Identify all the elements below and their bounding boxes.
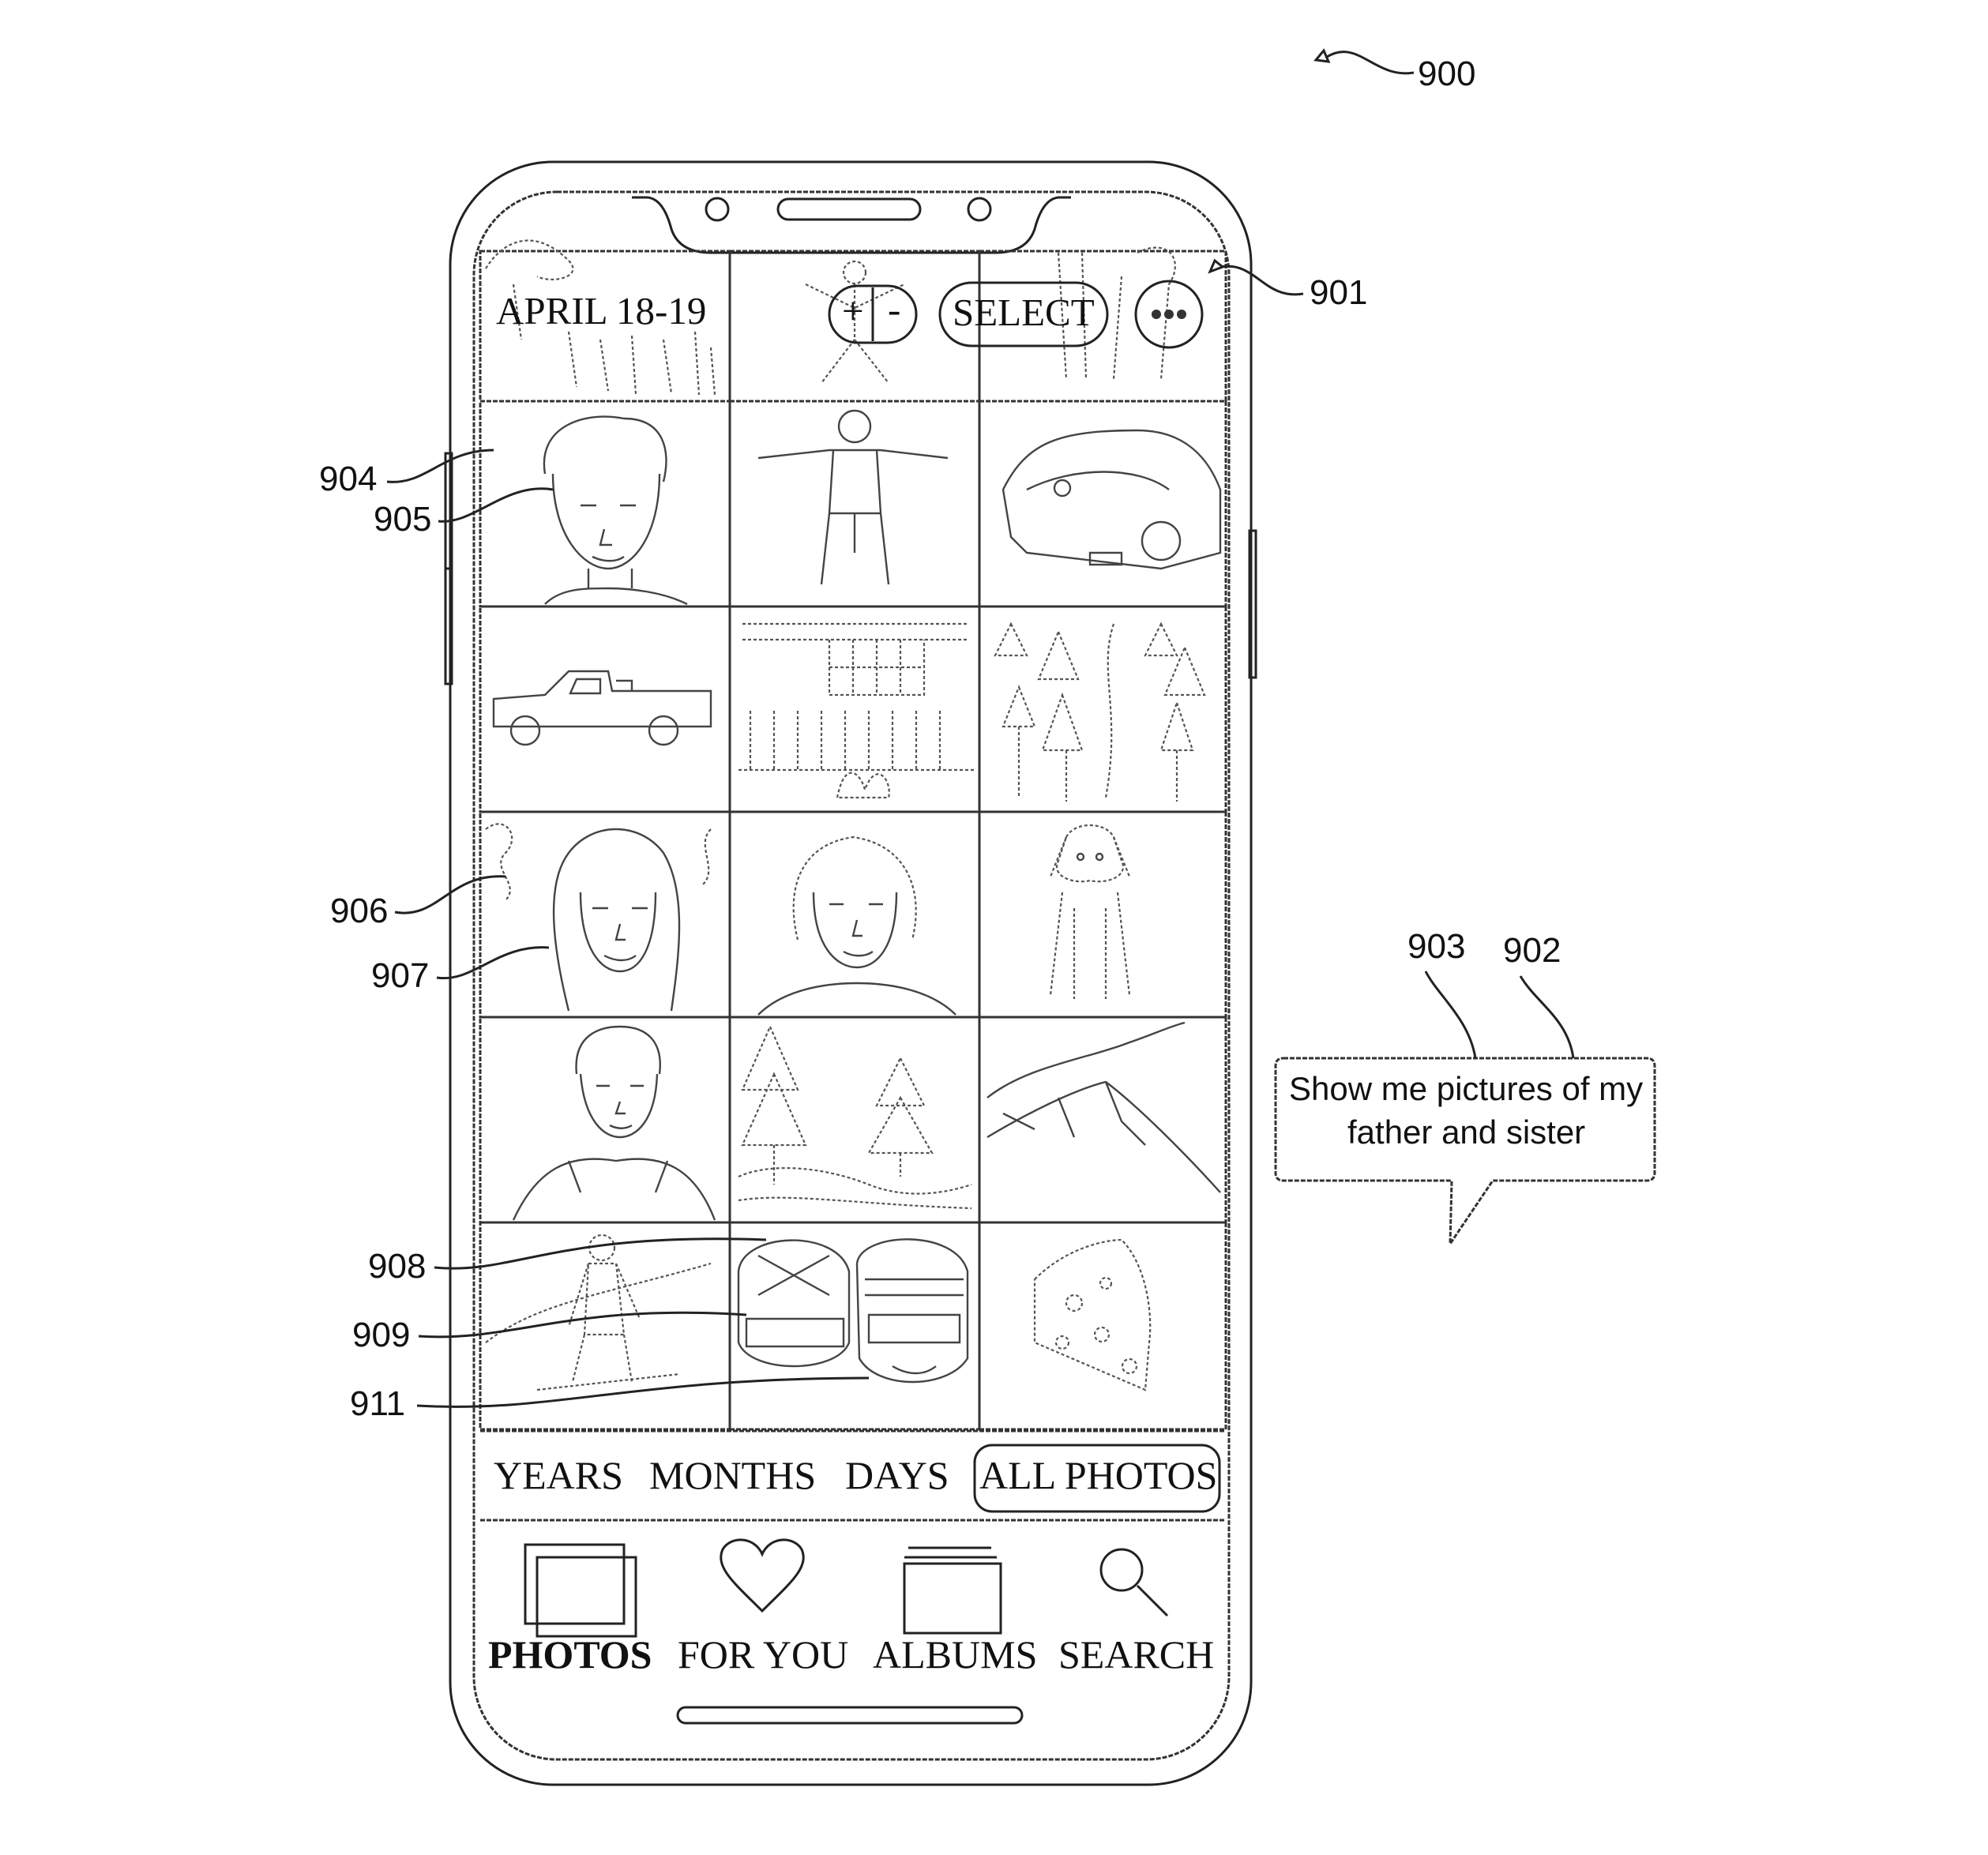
tab-all-photos-selected[interactable] [973,1444,1221,1513]
forest-lake-sketch [738,1024,972,1210]
photo-cell-woman-long-hair[interactable] [479,810,731,1019]
building-sketch [738,622,975,799]
dog-sketch [1049,824,1131,999]
photo-cell-ski-goggles-pair[interactable] [728,1221,981,1431]
woman-long-hair-sketch [485,823,712,1012]
car-rear-sketch [1002,429,1222,570]
photo-sketches [485,239,1222,1391]
bottom-nav: PHOTOS FOR YOU ALBUMS SEARCH [488,1538,1214,1677]
spoken-query-line-2: father and sister [1347,1113,1585,1151]
ref-909: 909 [352,1316,410,1354]
tab-days[interactable]: DAYS [845,1453,949,1497]
photo-cell-trees[interactable] [978,605,1227,813]
photo-cell-building[interactable] [728,605,981,813]
ski-goggles-sketch [737,1238,969,1384]
mountain-sketch [986,1021,1221,1193]
power-button [1248,529,1257,679]
tab-years[interactable]: YEARS [494,1453,623,1497]
figure-number: 900 [1418,54,1475,93]
speech-bubble: Show me pictures of my father and sister [1274,1057,1656,1249]
photo-cell-cheese[interactable] [978,1221,1227,1431]
man-hoodie-sketch [512,1025,716,1221]
pickup-truck-sketch [492,670,712,746]
date-range-label: APRIL 18-19 [496,289,706,332]
albums-icon [903,1546,1002,1635]
horse-sketch [1057,246,1176,380]
select-button-label: SELECT [953,291,1095,334]
ellipsis-icon [1152,310,1186,319]
photos-icon [524,1543,637,1638]
zoom-control[interactable] [828,284,918,344]
select-button[interactable] [938,281,1109,347]
figure-900-label: 900 [1313,48,1475,93]
ref-905: 905 [374,500,431,539]
woman-short-hair-sketch [757,836,956,1016]
zoom-in-button[interactable]: + [842,289,864,332]
nav-search-label[interactable]: SEARCH [1058,1632,1214,1677]
man-portrait-sketch [543,415,688,606]
landscape-sketch [485,239,716,396]
phone-frame [444,160,1257,1786]
zoom-out-button[interactable]: - [888,287,900,331]
ref-904: 904 [319,460,377,498]
boy-arms-out-sketch [757,409,949,585]
sensor-icon [705,197,730,222]
ref-911: 911 [350,1384,405,1423]
trees-sketch [994,621,1206,802]
photo-cell-snowboarder[interactable] [479,1221,731,1431]
tab-months[interactable]: MONTHS [649,1453,816,1497]
volume-up-button [444,452,453,570]
ref-907: 907 [371,956,429,995]
more-options-button[interactable] [1134,280,1204,349]
ref-903: 903 [1407,927,1465,966]
photo-grid [479,250,1227,1431]
tab-all-photos[interactable]: ALL PHOTOS [979,1453,1217,1497]
speaker-grille [776,197,922,221]
photo-cell-man-hoodie[interactable] [479,1016,731,1224]
ref-901: 901 [1310,273,1367,312]
nav-photos-label[interactable]: PHOTOS [488,1632,652,1677]
spoken-query-line-1: Show me pictures of my [1289,1070,1643,1107]
cheese-sketch [1033,1238,1152,1391]
header-controls: APRIL 18-19 + - SELECT [496,280,1204,349]
photo-cell-pickup-truck[interactable] [479,605,731,813]
ref-906: 906 [330,892,388,930]
ref-902: 902 [1503,931,1561,970]
view-tabs-bar: YEARS MONTHS DAYS ALL PHOTOS [480,1429,1226,1522]
volume-down-button [444,567,453,685]
camera-icon [967,197,992,222]
photo-cell-woman-short-hair[interactable] [728,810,981,1019]
photo-cell-boy-arms-out[interactable] [728,400,981,608]
reference-numerals: 901 903 902 904 905 906 907 908 909 911 [319,258,1575,1423]
search-icon [1099,1548,1169,1617]
ref-908: 908 [368,1247,426,1286]
starfish-figure-sketch [805,260,905,384]
nav-albums-label[interactable]: ALBUMS [873,1632,1037,1677]
home-indicator[interactable] [676,1706,1024,1725]
nav-for-you-label[interactable]: FOR YOU [678,1632,848,1677]
photo-cell-forest-lake[interactable] [728,1016,981,1224]
heart-icon [720,1538,805,1613]
photo-cell-man-portrait[interactable] [479,400,731,608]
photo-cell-dog[interactable] [978,810,1227,1019]
